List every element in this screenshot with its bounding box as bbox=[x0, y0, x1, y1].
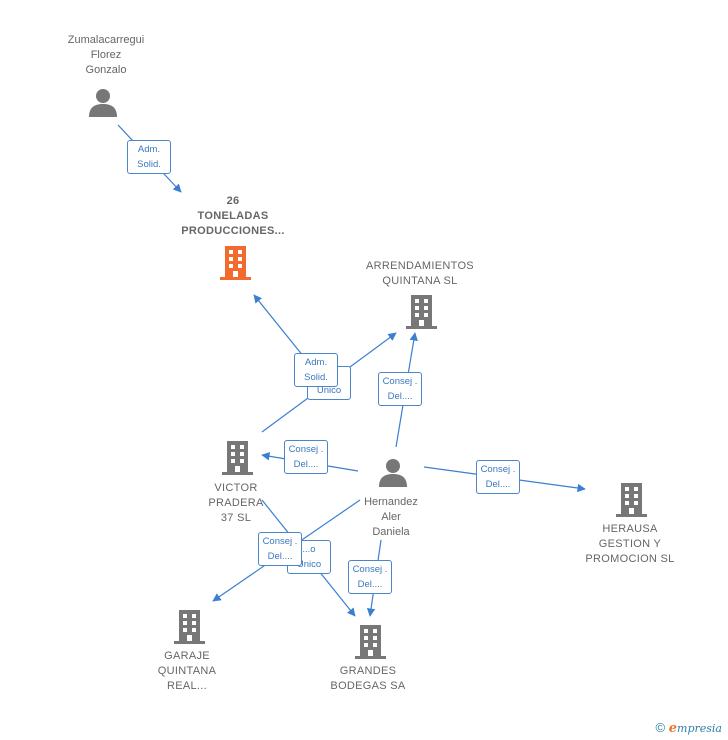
label-line: Aler bbox=[381, 511, 401, 523]
building-icon[interactable] bbox=[355, 625, 386, 659]
building-icon[interactable] bbox=[406, 295, 437, 329]
empresia-logo[interactable]: © empresia bbox=[656, 720, 722, 736]
edge-label-line: Del.... bbox=[485, 479, 511, 490]
edge-label-adm-solid[interactable]: Adm. Solid. bbox=[294, 353, 338, 387]
building-icon[interactable] bbox=[616, 483, 647, 517]
edge-label-line: Adm. bbox=[137, 144, 161, 155]
label-line: GRANDES bbox=[339, 665, 397, 677]
edge-label-line: Del.... bbox=[357, 579, 383, 590]
edge-label-line: ...o bbox=[302, 544, 316, 555]
label-line: PROMOCION SL bbox=[585, 553, 675, 565]
edge-label-line: Consej . bbox=[382, 376, 418, 387]
label-line: Florez bbox=[90, 49, 122, 61]
edge-label-line: Unico bbox=[316, 385, 342, 396]
label-line: PRODUCCIONES... bbox=[181, 225, 285, 237]
edge-label-consej-del[interactable]: Consej . Del.... bbox=[348, 560, 392, 594]
person-icon[interactable] bbox=[378, 458, 408, 488]
node-label-arrendamientos: ARRENDAMIENTOS QUINTANA SL bbox=[366, 259, 474, 289]
label-line: QUINTANA SL bbox=[382, 275, 458, 287]
edge-label-line: Consej . bbox=[288, 444, 324, 455]
edge-label-consej-del[interactable]: Consej . Del.... bbox=[476, 460, 520, 494]
edge-label-line: Adm. bbox=[304, 357, 328, 368]
brand-rest: mpresia bbox=[677, 722, 722, 735]
edge-label-line: Unico bbox=[296, 559, 322, 570]
edge-label-consej-del[interactable]: Consej . Del.... bbox=[284, 440, 328, 474]
label-line: Zumalacarregui bbox=[67, 34, 145, 46]
edge-label-line: Del.... bbox=[267, 551, 293, 562]
building-icon[interactable] bbox=[220, 246, 251, 280]
edge-label-line: Consej . bbox=[262, 536, 298, 547]
node-label-toneladas: 26 TONELADAS PRODUCCIONES... bbox=[181, 194, 285, 239]
label-line: REAL... bbox=[166, 680, 208, 692]
person-icon[interactable] bbox=[88, 88, 118, 118]
brand-e: e bbox=[668, 721, 678, 736]
label-line: VICTOR bbox=[214, 482, 258, 494]
node-label-grandes: GRANDES BODEGAS SA bbox=[330, 664, 405, 694]
edge-label-line: Consej . bbox=[352, 564, 388, 575]
edge-label-adm-solid[interactable]: Adm. Solid. bbox=[127, 140, 171, 174]
label-line: GESTION Y bbox=[598, 538, 662, 550]
label-line: PRADERA bbox=[208, 497, 264, 509]
edge-label-line: Del.... bbox=[387, 391, 413, 402]
building-icon[interactable] bbox=[174, 610, 205, 644]
copyright-symbol: © bbox=[655, 720, 666, 735]
label-line: 37 SL bbox=[220, 512, 252, 524]
building-icon[interactable] bbox=[222, 441, 253, 475]
edge-label-line: Del.... bbox=[293, 459, 319, 470]
edge-label-consej-del[interactable]: Consej . Del.... bbox=[378, 372, 422, 406]
node-label-herausa: HERAUSA GESTION Y PROMOCION SL bbox=[585, 522, 674, 567]
label-line: HERAUSA bbox=[602, 523, 658, 535]
label-line: TONELADAS bbox=[197, 210, 269, 222]
edge-label-line: Solid. bbox=[304, 372, 328, 383]
label-line: ARRENDAMIENTOS bbox=[366, 260, 474, 272]
label-line: Daniela bbox=[372, 526, 410, 538]
label-line: Gonzalo bbox=[85, 64, 127, 76]
label-line: GARAJE bbox=[164, 650, 210, 662]
label-line: QUINTANA bbox=[157, 665, 217, 677]
edge-label-consej-del[interactable]: Consej . Del.... bbox=[258, 532, 302, 566]
node-label-hernandez: Hernandez Aler Daniela bbox=[364, 495, 418, 540]
label-line: 26 bbox=[226, 195, 240, 207]
node-label-garaje: GARAJE QUINTANA REAL... bbox=[158, 649, 216, 694]
edge-label-line: Solid. bbox=[137, 159, 161, 170]
label-line: Hernandez bbox=[364, 496, 418, 508]
edge-label-line: Consej . bbox=[480, 464, 516, 475]
label-line: BODEGAS SA bbox=[330, 680, 406, 692]
node-label-zumalacarregui: Zumalacarregui Florez Gonzalo bbox=[68, 33, 144, 78]
node-label-victor: VICTOR PRADERA 37 SL bbox=[208, 481, 263, 526]
